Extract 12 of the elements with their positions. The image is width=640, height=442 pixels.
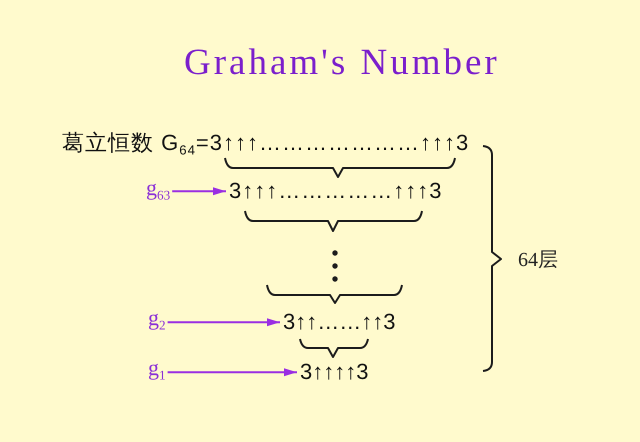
term-label: g$_{1}$ bbox=[148, 355, 166, 382]
layer-count-label: 64层 bbox=[518, 248, 558, 272]
arrow bbox=[172, 187, 226, 196]
expression: 3↑↑↑↑3 bbox=[300, 359, 368, 386]
term-label: g$_{2}$ bbox=[148, 305, 166, 332]
term-label: g$_{63}$ bbox=[146, 175, 170, 202]
arrow bbox=[168, 368, 297, 376]
equation: 葛立恒数 G$_{64}$=3↑↑↑…………………↑↑↑3 bbox=[62, 130, 470, 156]
expression: 3↑↑……↑↑3 bbox=[283, 309, 396, 336]
title: Graham's Number bbox=[184, 41, 500, 85]
expression: 3↑↑↑……………↑↑↑3 bbox=[229, 178, 442, 204]
arrow bbox=[168, 318, 280, 326]
